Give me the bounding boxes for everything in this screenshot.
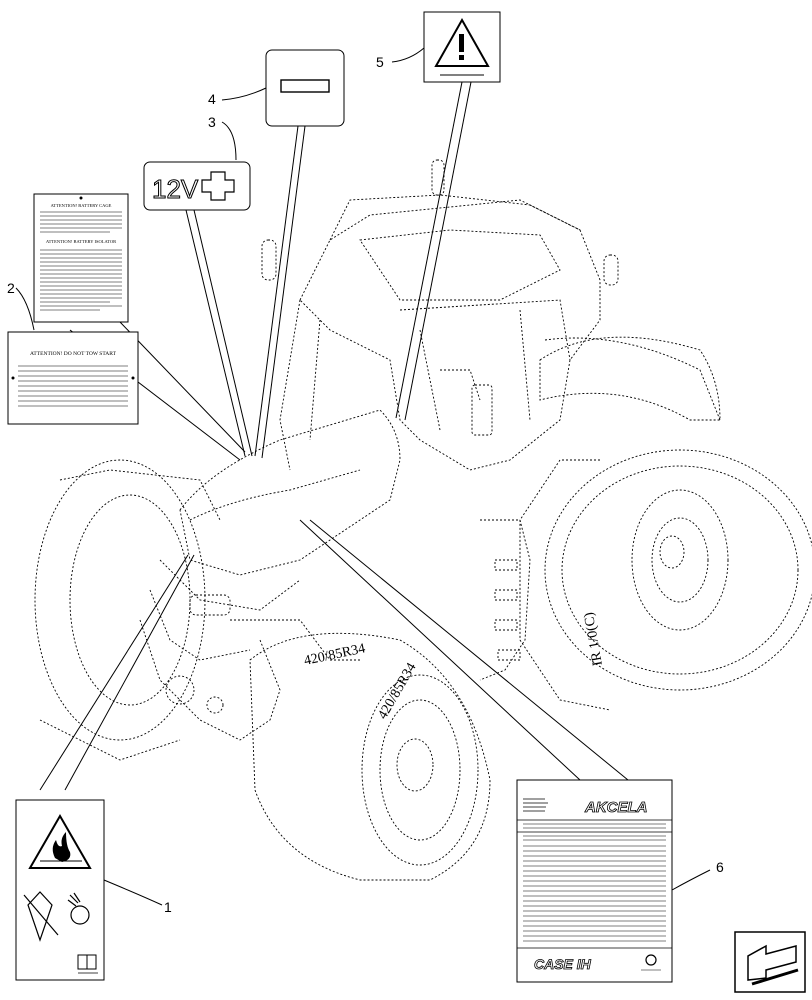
battery-isolator-text-lines	[40, 249, 122, 311]
warning-triangle-icon	[434, 17, 490, 67]
decal-2-battery-attention: ATTENTION! BATTERY CAGE ATTENTION! BATTE…	[7, 193, 139, 425]
spec-table-lines	[523, 823, 666, 942]
plus-icon	[201, 171, 235, 201]
decal-1-warning-hot-surface	[15, 799, 105, 981]
voltage-label: 12V	[152, 174, 199, 204]
callout-5: 5	[376, 54, 384, 70]
fire-icon	[52, 832, 71, 862]
spec-plate-footer-brand: CASE IH	[534, 956, 592, 972]
decal-6-specification-plate: AKCELA CASE IH	[516, 779, 673, 983]
spec-plate-brand: AKCELA	[584, 799, 648, 816]
front-left-wheel	[34, 459, 221, 761]
cab-steps	[479, 519, 531, 681]
cab	[279, 194, 601, 471]
beacons	[261, 159, 619, 286]
minus-icon	[280, 79, 330, 93]
warning-triangle-icon	[28, 813, 92, 869]
callout-1: 1	[164, 899, 172, 915]
front-right-wheel	[249, 632, 491, 881]
nav-arrow-icon	[747, 944, 797, 981]
nav-arrow-button[interactable]	[734, 931, 806, 993]
rear-right-wheel	[519, 337, 812, 711]
leader-lines	[39, 81, 629, 791]
battery-cage-title: ATTENTION! BATTERY CAGE	[51, 203, 112, 208]
tow-start-title: ATTENTION! DO NOT TOW START	[30, 351, 117, 357]
decal-5-general-warning	[423, 11, 501, 83]
callout-3: 3	[208, 114, 216, 130]
engine	[139, 619, 360, 741]
callout-4: 4	[208, 91, 216, 107]
callout-markers	[15, 47, 711, 906]
no-water-icon	[23, 891, 90, 942]
tire-markings: 420/85R34 420/85R34 IR 1/0(C)	[303, 611, 606, 722]
tire-text-rear: IR 1/0(C)	[582, 611, 606, 667]
tractor-drawing	[34, 159, 812, 881]
tow-start-text-lines	[18, 365, 128, 407]
hood	[149, 409, 401, 661]
decal-3-positive-terminal: 12V	[143, 161, 251, 211]
callout-6: 6	[716, 859, 724, 875]
decal-4-negative-terminal	[265, 49, 345, 127]
tire-text-front-left: 420/85R34	[303, 641, 367, 669]
spec-header-lines	[523, 798, 548, 812]
battery-isolator-title: ATTENTION! BATTERY ISOLATOR	[46, 239, 116, 244]
callout-2: 2	[7, 280, 15, 296]
battery-cage-text-lines	[40, 211, 122, 233]
